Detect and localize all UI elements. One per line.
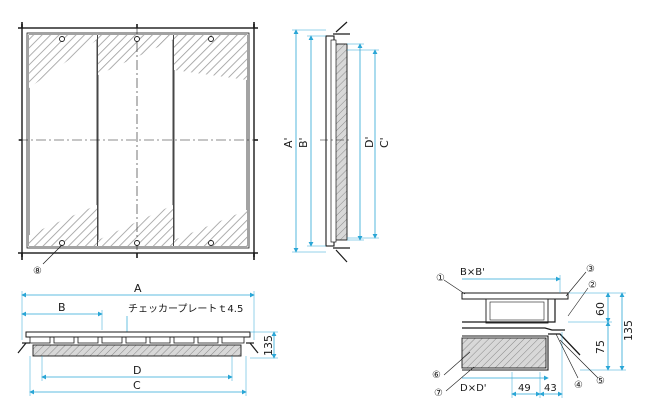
checker-plate-note: チェッカープレートｔ4.5 [128, 303, 243, 315]
detail-top-plate [461, 292, 569, 300]
dim-43-label: 43 [544, 383, 557, 394]
detail-extension-lines [511, 292, 626, 398]
section-lugs [17, 342, 259, 354]
checker-texture-tr [174, 35, 247, 80]
dim-135-detail-label: 135 [622, 320, 635, 341]
side-insulation [334, 43, 348, 241]
callout-3: ③ [586, 264, 595, 275]
detail-frame-flange [462, 327, 565, 331]
callout-6: ⑥ [432, 370, 441, 381]
detail-section: B×B' D×D' 49 43 60 75 135 [432, 264, 635, 399]
dim-c-prime-label: C' [378, 137, 391, 148]
plan-view: ⑧ [18, 22, 258, 277]
detail-bottom-tray [462, 335, 549, 371]
dim-a-label: A [134, 282, 142, 295]
section-ribs [29, 336, 245, 344]
dim-c-label: C [133, 379, 141, 392]
callout-2: ② [588, 280, 597, 291]
section-top-plate [25, 331, 251, 338]
section-insulation [32, 344, 242, 357]
checker-texture-bl [29, 205, 97, 246]
label-dxd: D×D' [460, 383, 487, 394]
checker-texture-bc [98, 205, 173, 246]
side-inner-plate [330, 39, 337, 243]
dim-b-prime-label: B' [297, 137, 310, 148]
plan-bolts [59, 36, 214, 246]
callout-1: ① [436, 273, 445, 284]
detail-frame-angle [462, 299, 556, 323]
dim-dc-extension-lines [29, 356, 247, 396]
callout-7: ⑦ [434, 388, 443, 399]
side-view: A' B' D' C' [282, 21, 391, 263]
dim-75-label: 75 [594, 340, 607, 354]
dim-135-label: 135 [262, 335, 275, 356]
callout-leaders [443, 271, 599, 392]
side-extension-lines [292, 29, 379, 253]
dim-60-label: 60 [594, 302, 607, 316]
callout-8-leader [42, 244, 63, 265]
callout-5: ⑤ [596, 376, 605, 387]
dim-b-label: B [58, 301, 66, 314]
dim-a-prime-label: A' [282, 137, 295, 148]
plan-inner-frame [26, 32, 250, 249]
dim-49-label: 49 [518, 383, 531, 394]
detail-insulation [461, 337, 547, 369]
detail-anchor [548, 333, 581, 356]
callout-4: ④ [574, 380, 583, 391]
label-bxb: B×B' [460, 267, 485, 278]
callout-8: ⑧ [33, 266, 42, 277]
detail-rib-inner [489, 301, 545, 321]
dim-d-prime-label: D' [363, 137, 376, 149]
dim-d-label: D [133, 364, 141, 377]
checker-texture-tl [29, 35, 97, 88]
front-section: A B チェッカープレートｔ4.5 135 D [17, 282, 278, 396]
checker-texture-tc [98, 35, 173, 75]
checker-texture-br [174, 210, 247, 246]
side-lugs [333, 21, 350, 263]
